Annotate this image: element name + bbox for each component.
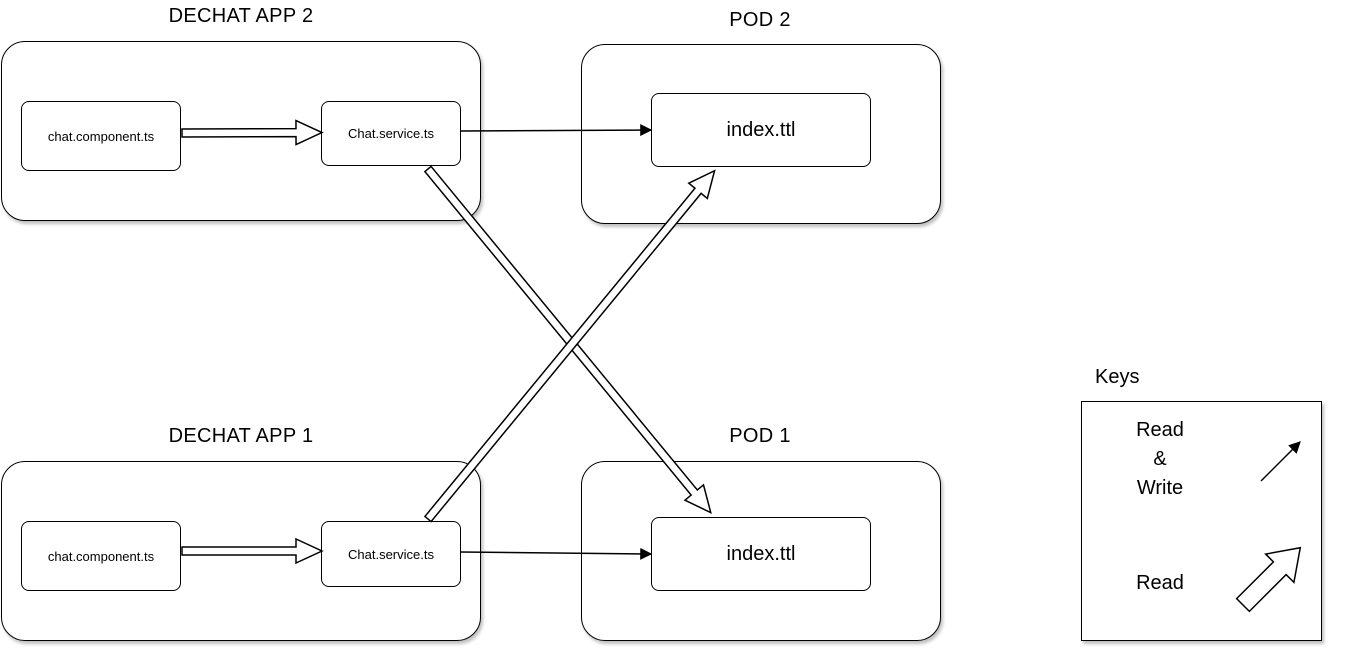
key-read-write-line2: & bbox=[1153, 448, 1167, 470]
app1-chat-component-node[interactable]: chat.component.ts bbox=[21, 521, 181, 591]
key-read-write-label: Read & Write bbox=[1110, 416, 1210, 503]
pod-1-title: POD 1 bbox=[729, 425, 791, 447]
app2-chat-component-node[interactable]: chat.component.ts bbox=[21, 101, 181, 171]
key-read-label: Read bbox=[1136, 572, 1184, 594]
app2-chat-service-node[interactable]: Chat.service.ts bbox=[321, 101, 461, 166]
dechat-app-2-title: DECHAT APP 2 bbox=[168, 5, 314, 27]
app1-chat-service-node[interactable]: Chat.service.ts bbox=[321, 521, 461, 587]
key-read-write-line1: Read bbox=[1136, 419, 1184, 441]
key-read-write-line3: Write bbox=[1136, 477, 1184, 499]
pod1-index-ttl-node[interactable]: index.ttl bbox=[651, 517, 871, 591]
dechat-app-1-title: DECHAT APP 1 bbox=[168, 425, 314, 447]
pod2-index-ttl-node[interactable]: index.ttl bbox=[651, 93, 871, 167]
pod-2-title: POD 2 bbox=[729, 9, 791, 31]
keys-title: Keys bbox=[1095, 366, 1140, 388]
